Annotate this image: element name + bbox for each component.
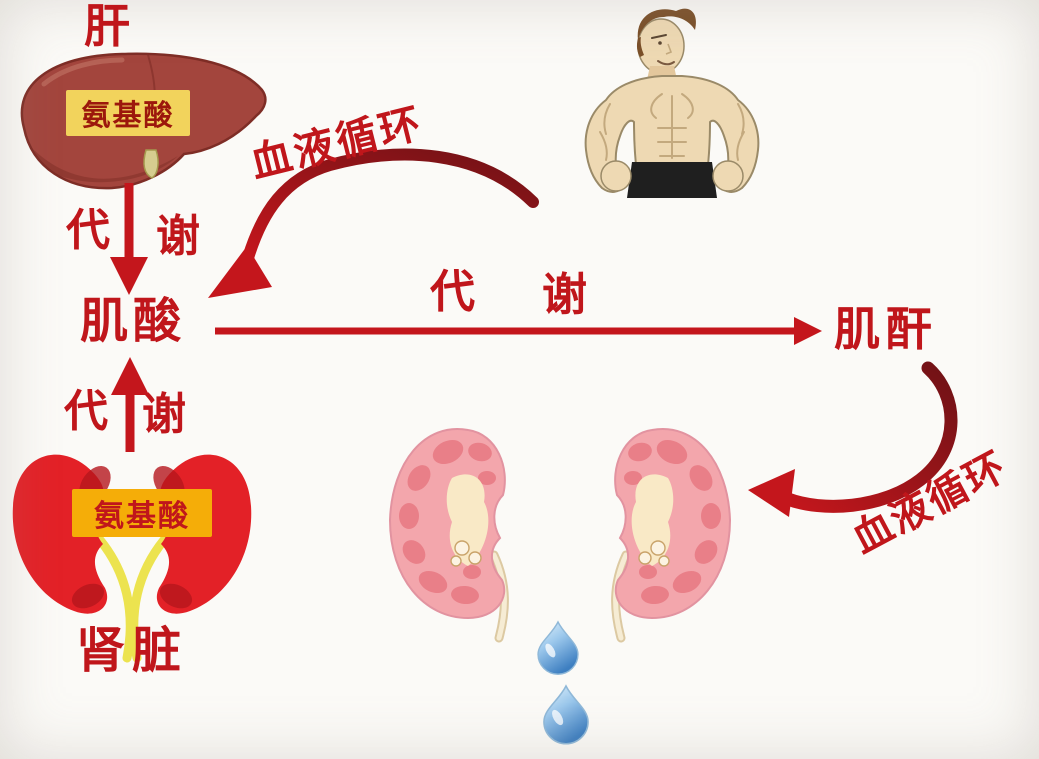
amino-acid-label: 氨基酸 (81, 100, 175, 132)
creatine-label: 肌酸 (80, 295, 187, 348)
liver-title: 肝 (84, 0, 130, 52)
amino-acid-label: 氨基酸 (94, 500, 190, 533)
kidneys-cross-section-illustration (388, 427, 732, 643)
amino-acid-box-liver: 氨基酸 (66, 90, 190, 136)
kidney-metabolism-label-left: 代 (64, 387, 108, 436)
kidney-metabolism-label-right: 谢 (142, 390, 186, 439)
muscle-man-illustration (584, 8, 760, 198)
blood-circulation-bottom-arc (748, 361, 958, 517)
creatine-to-creatinine-arrow (215, 317, 822, 345)
left-cross-section (388, 427, 509, 643)
liver-metabolism-arrow (110, 183, 148, 295)
creatinine-label: 肌酐 (834, 303, 938, 355)
urine-drops-icon (537, 620, 589, 745)
muscle-metabolism-label-right: 谢 (542, 269, 588, 320)
amino-acid-box-kidney: 氨基酸 (72, 489, 212, 537)
liver-metabolism-label-left: 代 (66, 206, 110, 255)
right-cross-section (611, 427, 732, 643)
kidney-metabolism-arrow (111, 357, 149, 452)
blood-circulation-top-arc (208, 148, 539, 298)
shorts (627, 162, 717, 198)
right-fist (712, 160, 744, 192)
kidney-title: 肾脏 (76, 624, 189, 678)
gallbladder (143, 149, 159, 179)
left-fist (600, 160, 632, 192)
liver-metabolism-label-right: 谢 (156, 212, 200, 261)
muscle-metabolism-label-left: 代 (430, 266, 476, 317)
